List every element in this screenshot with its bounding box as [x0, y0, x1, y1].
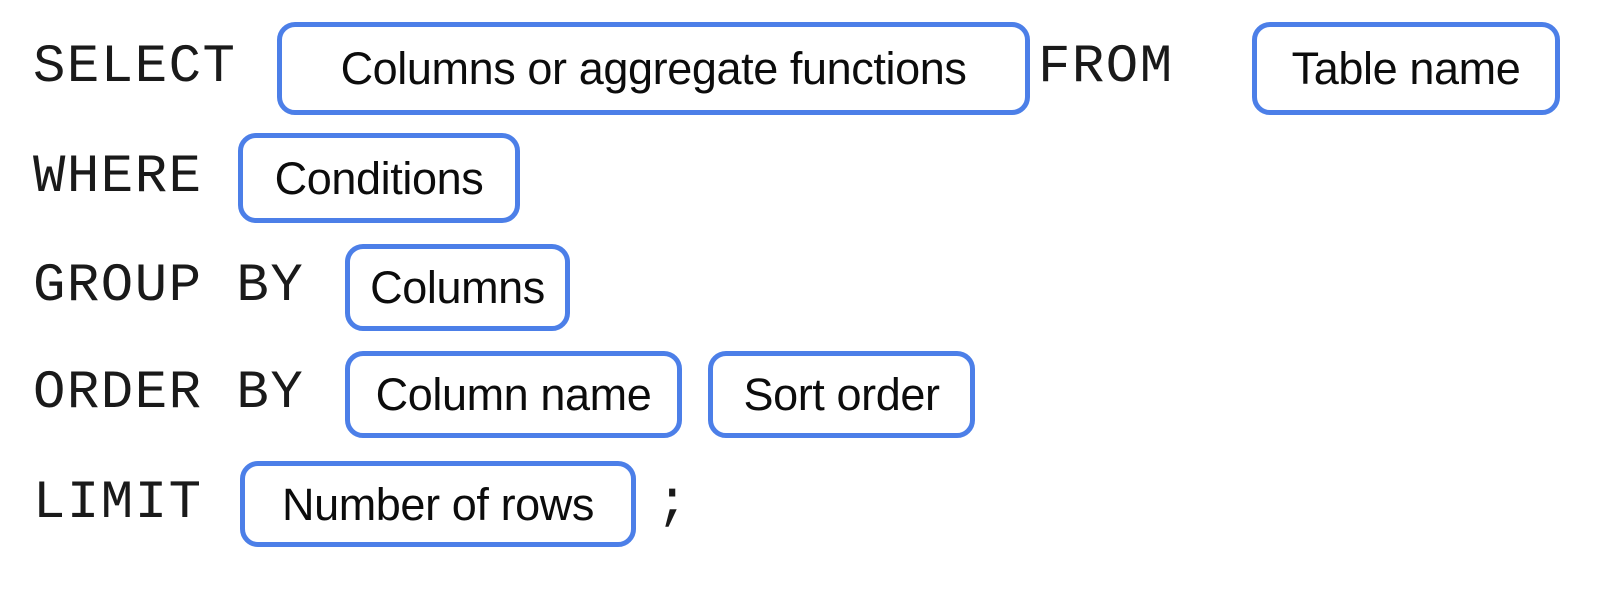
- keyword-order-by: ORDER BY: [33, 363, 305, 424]
- slot-conditions-label: Conditions: [274, 152, 484, 204]
- slot-conditions[interactable]: Conditions: [238, 133, 520, 223]
- slot-row-count-label: Number of rows: [282, 478, 594, 530]
- slot-group-columns-label: Columns: [370, 261, 545, 313]
- slot-table-name[interactable]: Table name: [1252, 21, 1560, 115]
- keyword-select: SELECT: [33, 37, 237, 98]
- slot-select-list[interactable]: Columns or aggregate functions: [277, 21, 1030, 115]
- clause-row-limit: LIMIT Number of rows ;: [0, 449, 1600, 559]
- slot-row-count[interactable]: Number of rows: [240, 461, 636, 547]
- slot-table-name-label: Table name: [1291, 42, 1521, 94]
- slot-order-direction[interactable]: Sort order: [708, 350, 975, 438]
- keyword-from: FROM: [1038, 37, 1174, 98]
- clause-row-group-by: GROUP BY Columns: [0, 232, 1600, 342]
- clause-row-select: SELECT Columns or aggregate functions FR…: [0, 13, 1600, 123]
- slot-group-columns[interactable]: Columns: [345, 243, 570, 331]
- keyword-limit: LIMIT: [33, 473, 203, 534]
- keyword-where: WHERE: [33, 147, 203, 208]
- slot-order-column[interactable]: Column name: [345, 350, 682, 438]
- slot-order-column-label: Column name: [375, 368, 652, 420]
- slot-order-direction-label: Sort order: [743, 368, 940, 420]
- clause-row-order-by: ORDER BY Column name Sort order: [0, 339, 1600, 449]
- statement-terminator: ;: [656, 473, 689, 534]
- clause-row-where: WHERE Conditions: [0, 123, 1600, 233]
- keyword-group-by: GROUP BY: [33, 256, 305, 317]
- slot-select-list-label: Columns or aggregate functions: [340, 42, 967, 94]
